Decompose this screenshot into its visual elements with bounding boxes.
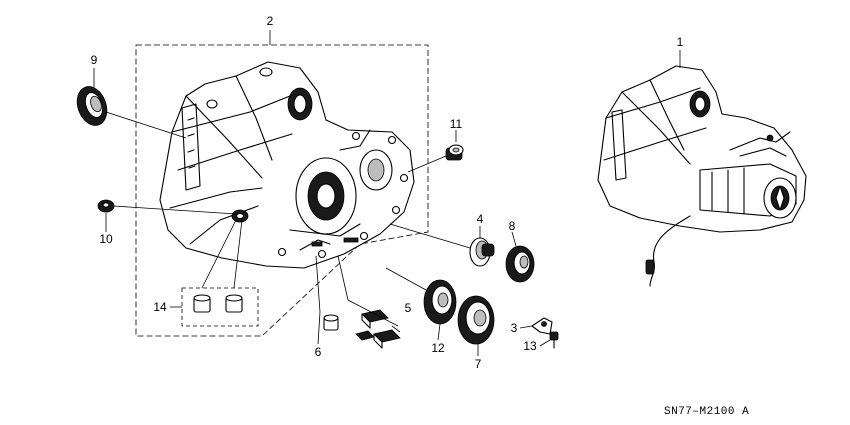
plug-10 bbox=[97, 199, 237, 232]
transmission-case bbox=[159, 61, 415, 269]
ball-bearing-12 bbox=[385, 267, 457, 341]
callout-5: 5 bbox=[405, 301, 412, 315]
callout-2: 2 bbox=[267, 14, 274, 28]
callout-4: 4 bbox=[477, 212, 484, 226]
callout-1: 1 bbox=[677, 35, 684, 49]
callout-6: 6 bbox=[315, 345, 322, 359]
callout-3: 3 bbox=[511, 321, 518, 335]
callout-13: 13 bbox=[523, 339, 537, 353]
pin-6 bbox=[315, 255, 339, 345]
callout-11: 11 bbox=[450, 117, 463, 131]
part-2-group-outline bbox=[135, 30, 429, 337]
callout-14: 14 bbox=[153, 300, 167, 314]
callout-9: 9 bbox=[91, 53, 98, 67]
bearing-cap-4 bbox=[389, 223, 495, 267]
callout-12: 12 bbox=[431, 341, 445, 355]
callout-8: 8 bbox=[509, 219, 516, 233]
needle-bearing-8 bbox=[505, 231, 535, 283]
magnets-5 bbox=[337, 255, 401, 349]
breather-cap-11 bbox=[407, 130, 464, 173]
ball-bearing-7 bbox=[457, 295, 495, 356]
dowel-pins-14 bbox=[170, 219, 259, 327]
callout-7: 7 bbox=[475, 357, 482, 371]
diagram-code: SN77–M2100 A bbox=[664, 406, 749, 418]
callout-10: 10 bbox=[99, 232, 113, 246]
bolt-13 bbox=[539, 331, 559, 349]
oil-seal-9 bbox=[76, 68, 187, 139]
transmission-assembly-1 bbox=[597, 50, 807, 287]
bracket-3 bbox=[519, 317, 553, 335]
